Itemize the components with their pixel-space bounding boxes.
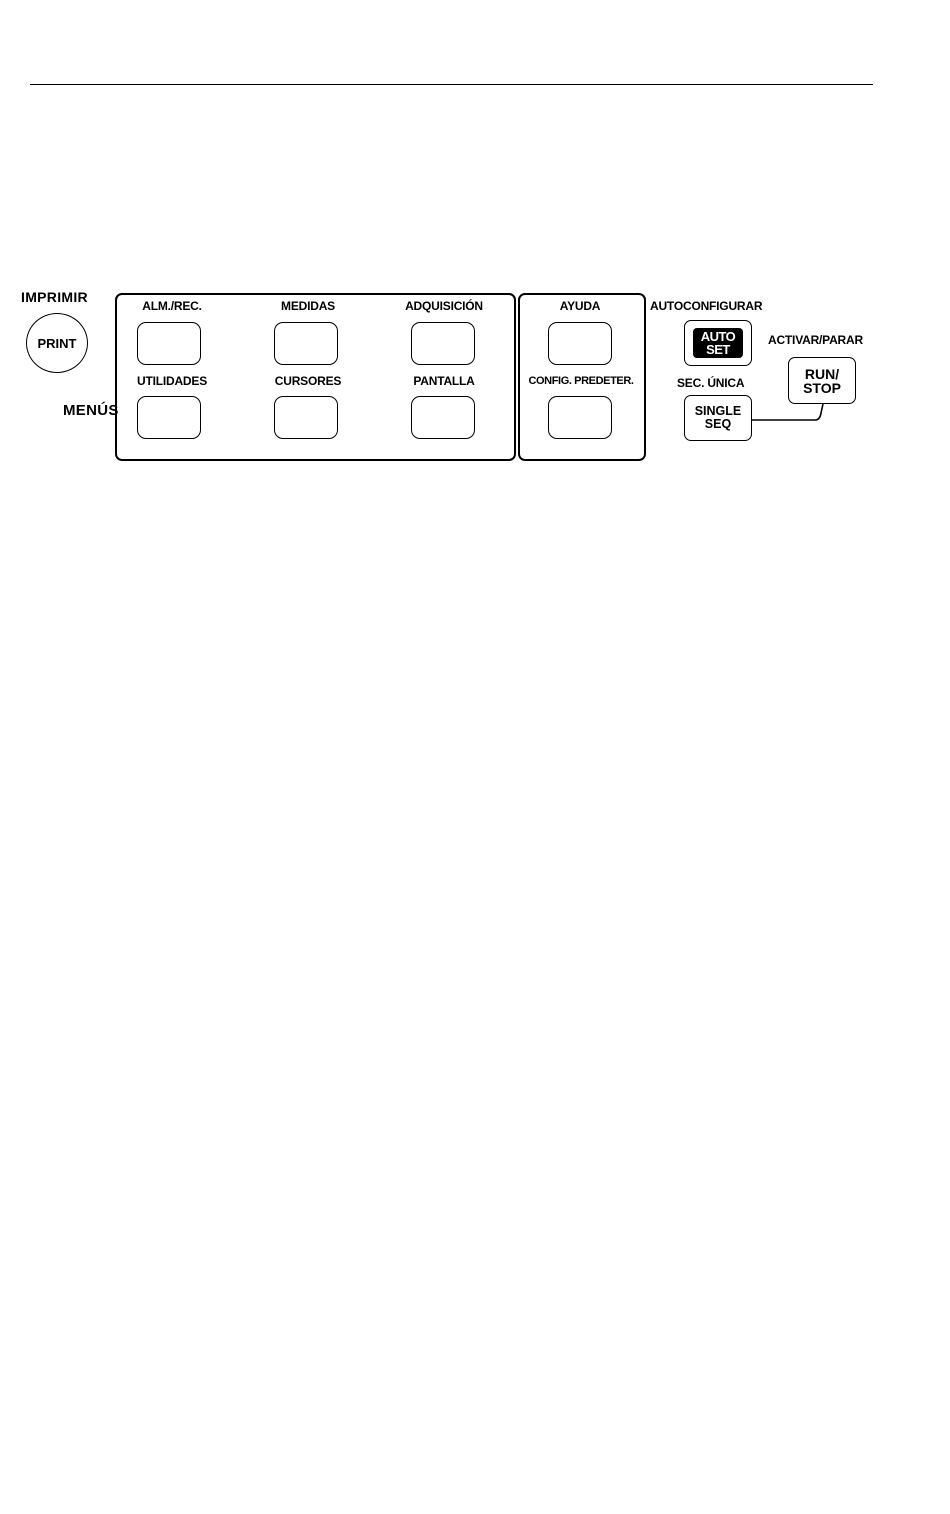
single-run-connector [0, 0, 950, 1514]
